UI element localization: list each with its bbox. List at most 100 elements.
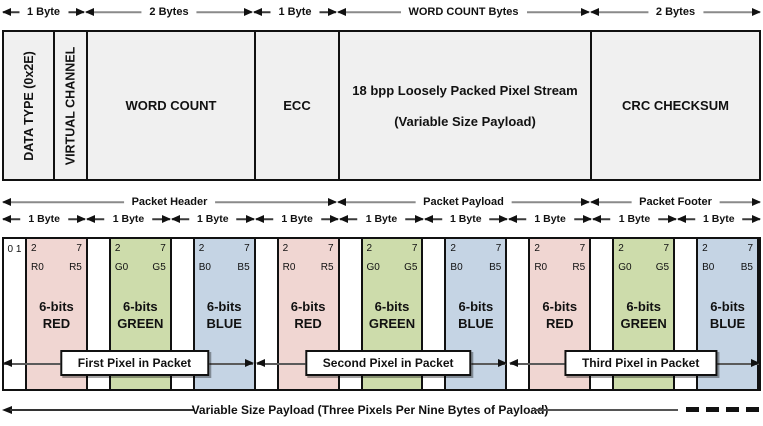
signal-lo: R0 — [30, 262, 44, 273]
field-divider — [53, 32, 55, 179]
bit-hi: 7 — [663, 243, 670, 254]
arrowhead-left-icon — [86, 215, 96, 223]
cell-name: 6-bits RED — [530, 299, 589, 333]
pixel-group-label: Second Pixel in Packet — [304, 350, 472, 376]
arrowhead-left-icon — [254, 215, 264, 223]
cell-name-line2: GREEN — [368, 316, 416, 332]
packet-structure-box: DATA TYPE (0x2E) VIRTUAL CHANNEL WORD CO… — [2, 30, 761, 181]
arrowhead-right-icon — [77, 215, 87, 223]
cell-name-line2: BLUE — [206, 316, 242, 332]
cell-name: 6-bits GREEN — [111, 299, 170, 333]
cell-name: 6-bits GREEN — [363, 299, 422, 333]
bit-lo: 2 — [366, 243, 373, 254]
bit-hi: 7 — [747, 243, 753, 254]
cell-name-line1: 6-bits — [542, 299, 578, 315]
arrowhead-left-icon — [592, 215, 602, 223]
arrow-label: Packet Footer — [631, 196, 720, 208]
bit-range: 2 7 — [530, 239, 589, 254]
bit-hi: 7 — [244, 243, 250, 254]
signal-lo: R0 — [282, 262, 296, 273]
field-label: CRC CHECKSUM — [622, 98, 729, 113]
field-crc-checksum: CRC CHECKSUM — [592, 32, 759, 179]
bit-hi: 7 — [411, 243, 418, 254]
pixel-group-label: Third Pixel in Packet — [563, 350, 718, 376]
arrowhead-right-icon — [583, 215, 593, 223]
arrowhead-right-icon — [752, 8, 761, 16]
signal-range: G0 G5 — [111, 254, 170, 273]
cell-name-line1: 6-bits — [710, 299, 745, 315]
cell-name-line2: GREEN — [117, 316, 164, 332]
arrow-packet-footer: Packet Footer — [590, 195, 761, 209]
bit-range: 2 7 — [111, 239, 170, 254]
bit-hi: 7 — [160, 243, 166, 254]
signal-lo: B0 — [450, 262, 463, 273]
arrow-label: 2 Bytes — [647, 6, 704, 18]
arrow-label: 1 Byte — [526, 213, 574, 225]
arrow-label: 1 Byte — [610, 213, 659, 225]
footer-line-left — [10, 409, 194, 411]
field-virtual-channel: VIRTUAL CHANNEL — [55, 32, 86, 179]
cell-name-line2: BLUE — [709, 316, 746, 332]
signal-hi: G5 — [404, 262, 418, 273]
signal-lo: B0 — [198, 262, 211, 273]
pixel-group: First Pixel in Packet — [2, 237, 255, 391]
signal-hi: G5 — [152, 262, 166, 273]
arrowhead-right-icon — [328, 198, 337, 206]
continuation-dashes — [686, 407, 760, 412]
arrow-label: 1 Byte — [189, 213, 237, 225]
arrow-label: Packet Payload — [415, 196, 512, 208]
signal-range: B0 B5 — [698, 254, 757, 273]
cell-name: 6-bits BLUE — [698, 299, 757, 333]
arrow-label: 1 Byte — [20, 213, 68, 225]
arrow-label: 1 Byte — [270, 6, 320, 18]
bit-range: 2 7 — [363, 239, 422, 254]
cell-name-line2: BLUE — [458, 316, 494, 332]
arrowhead-right-icon — [161, 215, 171, 223]
signal-lo: G0 — [114, 262, 129, 273]
arrowhead-left-icon — [590, 8, 599, 16]
cell-name: 6-bits RED — [279, 299, 338, 333]
signal-lo: B0 — [702, 262, 715, 273]
signal-lo: R0 — [534, 262, 548, 273]
signal-hi: B5 — [740, 262, 753, 273]
arrowhead-left-icon — [337, 8, 346, 16]
arrowhead-right-icon — [581, 8, 590, 16]
cell-name-line2: RED — [294, 316, 322, 332]
arrow-label: 1 Byte — [104, 213, 153, 225]
arrowhead-left-icon — [85, 8, 94, 16]
bit-lo: 2 — [114, 243, 121, 254]
cell-name-line1: 6-bits — [626, 299, 661, 315]
cell-name-line1: 6-bits — [374, 299, 410, 315]
arrowhead-right-icon — [76, 8, 85, 16]
top-byte-width-arrows: 1 Byte 2 Bytes 1 Byte WORD COUNT Bytes 2… — [2, 5, 761, 19]
arrow-packet-header: Packet Header — [2, 195, 337, 209]
arrowhead-left-icon — [2, 8, 11, 16]
field-divider — [338, 32, 340, 179]
arrowhead-left-icon — [256, 359, 265, 367]
packet-section-arrows: Packet Header Packet Payload Packet Foot… — [2, 195, 761, 209]
signal-hi: B5 — [237, 262, 250, 273]
arrowhead-left-icon — [2, 405, 12, 414]
arrowhead-right-icon — [752, 198, 761, 206]
arrowhead-left-icon — [3, 359, 12, 367]
bit-lo: 2 — [198, 243, 205, 254]
cell-name-line2: RED — [546, 316, 574, 332]
signal-range: B0 B5 — [446, 254, 505, 273]
signal-range: B0 B5 — [195, 254, 254, 273]
bit-lo: 2 — [534, 243, 540, 254]
cell-name: 6-bits BLUE — [446, 299, 505, 333]
signal-hi: R5 — [572, 262, 586, 273]
arrow-packet-payload: Packet Payload — [337, 195, 590, 209]
pixel-group: Third Pixel in Packet — [508, 237, 761, 391]
bit-range: 2 7 — [195, 239, 254, 254]
bit-lo: 2 — [30, 243, 37, 254]
field-label: ECC — [283, 98, 311, 113]
arrowhead-right-icon — [751, 215, 761, 223]
signal-lo: G0 — [618, 262, 632, 273]
bit-range: 2 7 — [279, 239, 338, 254]
cell-name: 6-bits RED — [27, 299, 86, 333]
footer-label: Variable Size Payload (Three Pixels Per … — [191, 403, 549, 417]
bit-lo: 2 — [282, 243, 289, 254]
arrow-label: Packet Header — [123, 196, 216, 208]
payload-byte-arrows: 1 Byte 1 Byte 1 Byte 1 Byte 1 Byte — [2, 212, 761, 226]
